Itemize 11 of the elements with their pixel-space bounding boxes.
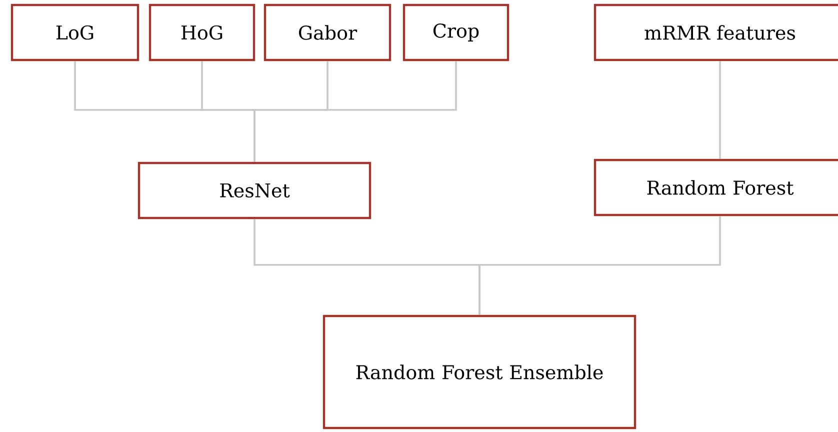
process-box: LoG — [10, 4, 140, 62]
process-box: Crop — [402, 4, 510, 62]
process-box: Random Forest Ensemble — [322, 314, 636, 430]
connector-line — [478, 216, 721, 315]
connector-line — [254, 61, 457, 162]
process-box: Random Forest — [594, 158, 838, 216]
process-box: HoG — [148, 4, 256, 62]
connector-line — [719, 61, 721, 159]
process-box: mRMR features — [594, 4, 838, 62]
process-box: ResNet — [138, 162, 372, 220]
process-box: Gabor — [264, 4, 392, 62]
